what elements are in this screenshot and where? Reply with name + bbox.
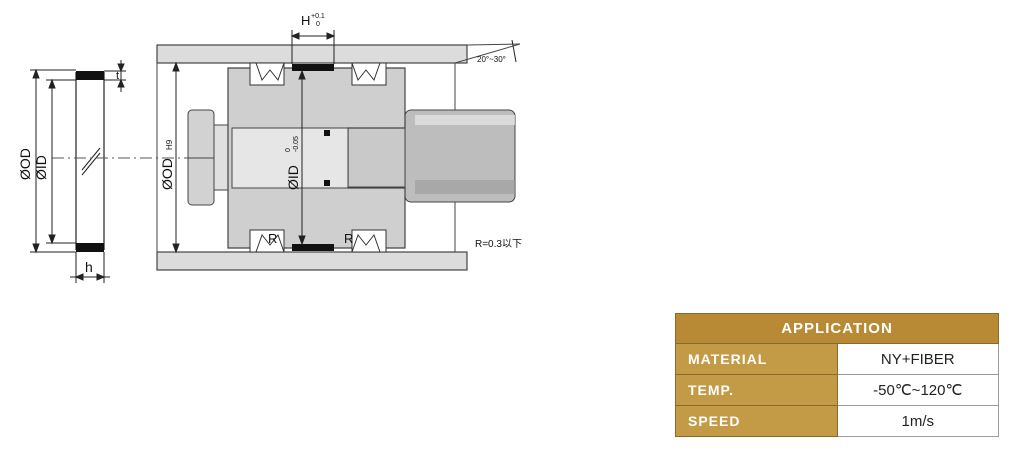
speed-value: 1m/s [836,405,999,437]
ring-bottom-section [76,243,104,252]
cylinder-housing [156,43,521,271]
r-left-label: R [268,231,277,246]
seal-technical-diagram: ØOD ØID t h [17,13,522,283]
h-top-label: H [301,13,310,28]
table-row: SPEED 1m/s [675,405,999,437]
assembly-dimensions [172,30,517,254]
ring-dimensions [30,60,126,283]
wear-ring-top [292,64,334,71]
ring-side-view [75,71,105,252]
piston-rod [347,109,516,203]
id-label: ØID [33,155,49,180]
application-table: APPLICATION MATERIAL NY+FIBER TEMP. -50℃… [675,313,999,437]
t-label: t [116,70,119,82]
material-value: NY+FIBER [836,343,999,375]
h-tol-upper: +0.1 [311,13,325,20]
table-row: MATERIAL NY+FIBER [675,343,999,375]
h-label: h [85,259,93,275]
id-tol-upper: 0 [285,148,292,152]
angle-label: 20°~30° [477,55,506,64]
od-h9-label: ØOD [159,158,175,190]
ring-top-section [76,71,104,80]
r-right-label: R [344,231,353,246]
r-note-label: R=0.3以下 [475,239,522,250]
piston-nut [187,109,229,206]
h-tol-lower: 0 [316,21,320,28]
application-header-row: APPLICATION [675,313,999,344]
material-label: MATERIAL [675,343,838,375]
temp-value: -50℃~120℃ [836,374,999,406]
od-h9-sub: H9 [165,139,174,150]
speed-label: SPEED [675,405,838,437]
od-label: ØOD [17,148,33,180]
piston-body [227,62,406,253]
temp-label: TEMP. [675,374,838,406]
id-tol-lower: -0.05 [293,136,300,152]
table-row: TEMP. -50℃~120℃ [675,374,999,406]
id-inner-label: ØID [285,165,301,190]
wear-ring-bottom [292,244,334,251]
application-header: APPLICATION [675,313,999,344]
